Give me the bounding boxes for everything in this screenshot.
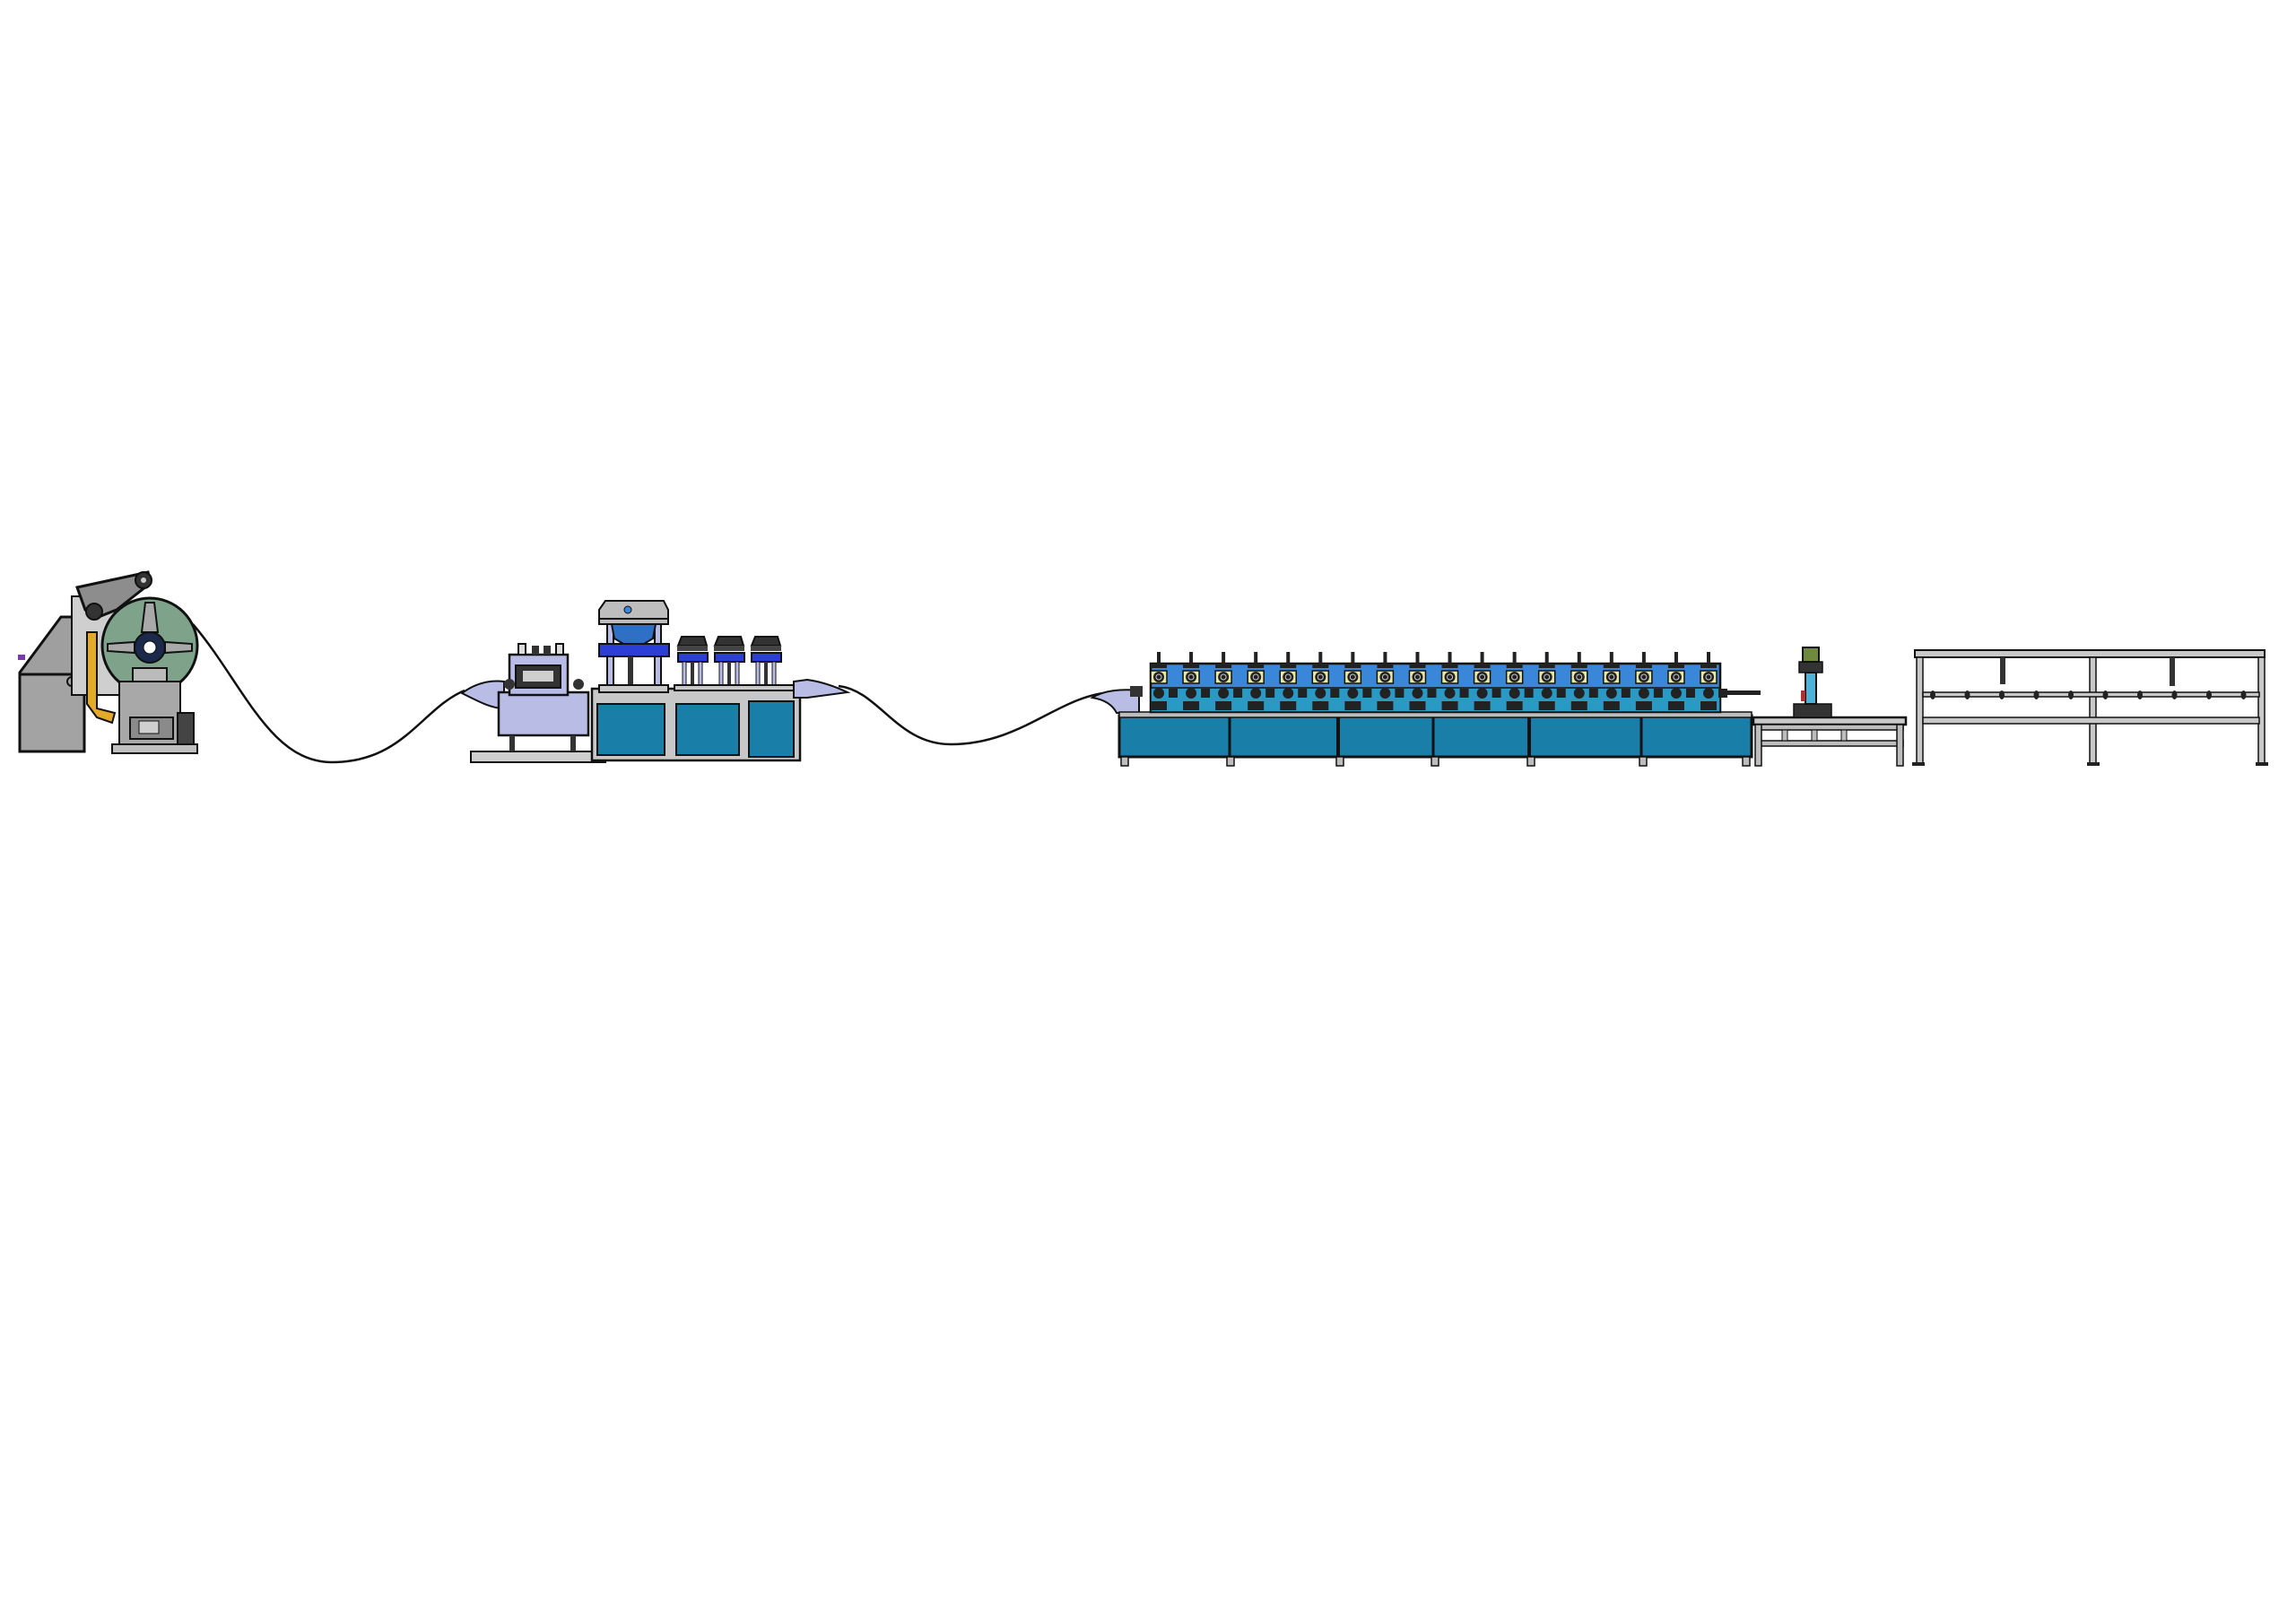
roller-stand [1247, 652, 1275, 710]
roller-stand [1505, 652, 1534, 710]
leveler-feeder [460, 643, 606, 763]
roller [2102, 690, 2109, 699]
roller-stand [1214, 652, 1243, 710]
roller-stand [1311, 652, 1340, 710]
roller-stand [1408, 652, 1437, 710]
roller [1930, 690, 1935, 699]
roller-stand [1570, 652, 1598, 710]
run-out-table [1912, 649, 2268, 766]
run-out-rollers [1930, 690, 2247, 699]
roller-stands [1150, 652, 1727, 710]
roller-stand [1667, 652, 1695, 710]
roller [2033, 690, 2039, 699]
roller-stand [1182, 652, 1211, 710]
roller [1999, 690, 2005, 699]
roller-stand [1603, 652, 1631, 710]
roller [2171, 690, 2178, 699]
roller-stand [1473, 652, 1501, 710]
cutting-unit [1752, 647, 1908, 767]
roller-stand [1279, 652, 1308, 710]
roller-stand [1440, 652, 1469, 710]
decoiler [18, 570, 199, 754]
roller-stand [1537, 652, 1566, 710]
roller [2137, 690, 2143, 699]
roll-forming-machine [1090, 662, 1761, 767]
hydraulic-punch-press [590, 600, 851, 762]
roller [1964, 690, 1970, 699]
roller-stand [1344, 652, 1372, 710]
strip-loop-2 [838, 684, 1113, 746]
roller-stand [1700, 652, 1727, 710]
roller [2206, 690, 2212, 699]
roller-stand [1635, 652, 1663, 710]
roller-stand [1150, 652, 1178, 710]
roller-stand [1376, 652, 1405, 710]
roller [2240, 690, 2247, 699]
strip-loop-1 [192, 623, 465, 764]
roller [2068, 690, 2074, 699]
